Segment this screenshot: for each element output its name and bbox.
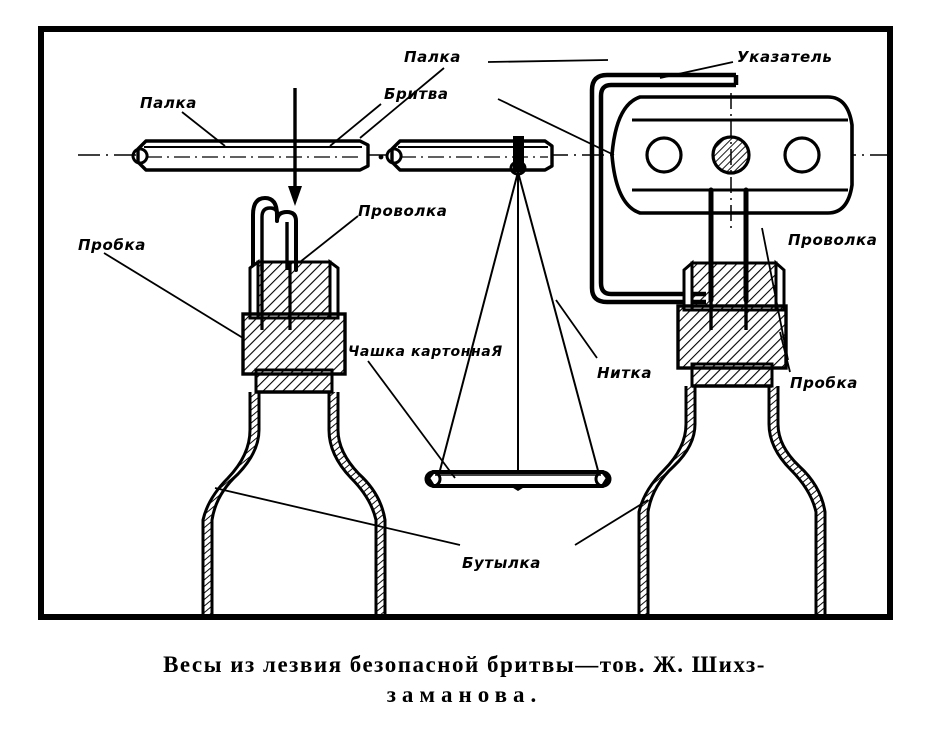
label-palka-top: Палка: [404, 48, 461, 66]
caption-line-1: Весы из лезвия безопасной бритвы—тов. Ж.…: [163, 652, 766, 677]
stick-right: [378, 136, 554, 176]
stick-left: [131, 139, 370, 172]
label-ukazatel: Указатель: [737, 48, 832, 66]
bottle-right: [637, 386, 827, 617]
pointer-bracket: [589, 72, 739, 305]
label-palka-left: Палка: [140, 94, 197, 112]
figure-caption: Весы из лезвия безопасной бритвы—тов. Ж.…: [0, 650, 929, 710]
bottle-left: [201, 392, 387, 617]
label-britva: Бритва: [384, 85, 449, 103]
leader-lines: [103, 59, 791, 546]
label-probka-left: Пробка: [78, 236, 146, 254]
label-provolka-left: Проволка: [358, 202, 447, 220]
assembly-arrow: [288, 88, 302, 206]
label-nitka: Нитка: [597, 364, 652, 382]
label-butylka: Бутылка: [462, 554, 541, 572]
label-chashka-kartonnaya: Чашка картоннаЯ: [348, 344, 503, 360]
label-probka-right: Пробка: [790, 374, 858, 392]
cork-assembly-left: [241, 196, 347, 394]
razor-blade-detail: [610, 93, 854, 232]
diagram-labels: Палка Указатель Палка Бритва Проволка Пр…: [78, 48, 877, 572]
cardboard-pan: [424, 470, 612, 491]
pan-suspension-threads: [437, 171, 601, 479]
cork-assembly-right: [676, 187, 788, 388]
label-provolka-right: Проволка: [788, 231, 877, 249]
diagram-frame: [38, 26, 893, 620]
caption-line-2: заманова.: [386, 682, 543, 707]
